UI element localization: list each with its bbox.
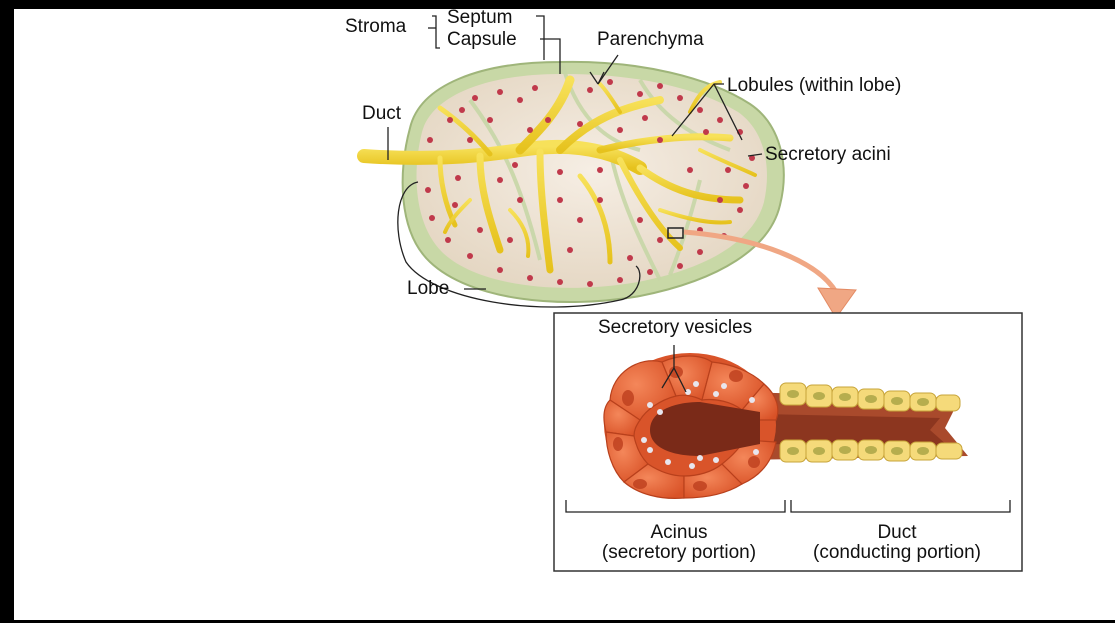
label-acinus-title: Acinus (650, 523, 707, 542)
label-duct-title: Duct (877, 523, 916, 542)
label-secretory-acini: Secretory acini (765, 145, 891, 164)
label-secretory-vesicles: Secretory vesicles (598, 318, 752, 337)
label-parenchyma: Parenchyma (597, 30, 704, 49)
label-septum: Septum (447, 8, 512, 27)
label-duct-sub: (conducting portion) (813, 543, 981, 562)
label-duct-main: Duct (362, 104, 401, 123)
label-stroma: Stroma (345, 17, 406, 36)
label-acinus-sub: (secretory portion) (602, 543, 756, 562)
inset-acinus (604, 353, 778, 498)
gland-lobe (403, 62, 784, 302)
label-lobe: Lobe (407, 279, 449, 298)
label-capsule: Capsule (447, 30, 517, 49)
label-lobules: Lobules (within lobe) (727, 76, 901, 95)
